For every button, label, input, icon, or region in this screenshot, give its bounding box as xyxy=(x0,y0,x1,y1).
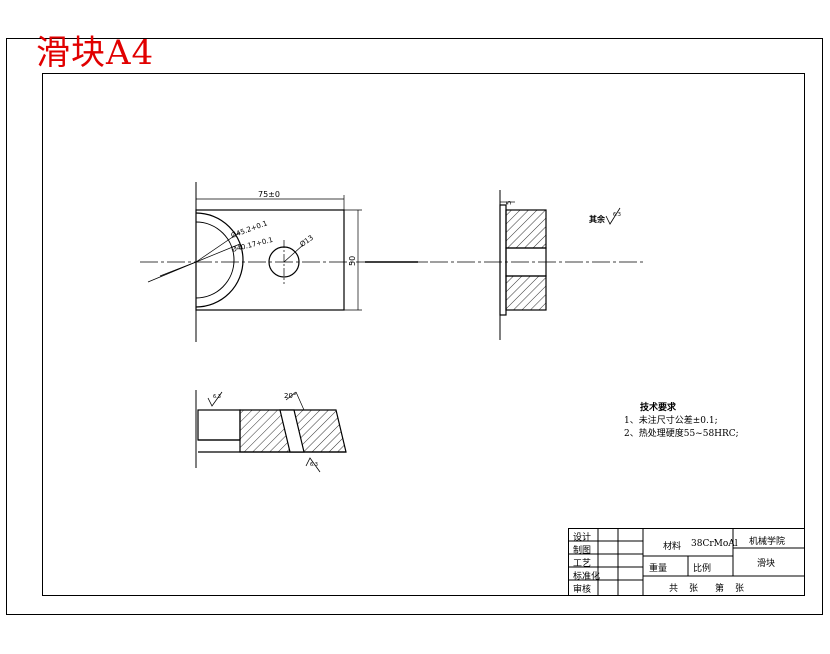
roughness-rest-label: 其余 xyxy=(589,214,606,224)
angle-leader-a xyxy=(285,391,297,401)
title-block: 设计 制图 工艺 标准化 审核 材料 38CrMoAl 机械学院 滑块 重量 比… xyxy=(568,528,805,596)
leader-hole xyxy=(283,244,304,263)
outer-border xyxy=(6,38,823,615)
leader-bore-small xyxy=(195,243,241,263)
bottom-section-view xyxy=(195,390,347,468)
dim-height-text: 50 xyxy=(348,256,357,266)
tb-reviewer: 审核 xyxy=(573,585,592,595)
roughness-top-value: 6.3 xyxy=(213,394,221,400)
side-section-view xyxy=(430,190,646,340)
tb-material-value: 38CrMoAl xyxy=(691,539,738,549)
drawing-frame xyxy=(42,73,805,596)
section-flange xyxy=(499,204,507,316)
tb-designer: 设计 xyxy=(573,533,592,543)
tech-notes-title: 技术要求 xyxy=(640,403,677,413)
section-hatch-top xyxy=(505,209,547,249)
tb-material-label: 材料 xyxy=(663,542,682,552)
front-view-outline xyxy=(195,209,345,311)
front-view xyxy=(140,182,430,342)
dim-bore-large-text: Ø45.2+0.1 xyxy=(230,219,269,240)
roughness-bottom-icon xyxy=(305,457,321,473)
angle-leader-b xyxy=(295,391,305,411)
dim-flange-text: 5 xyxy=(505,201,513,205)
title-block-grid xyxy=(568,528,805,596)
tb-sheet-num: 第 xyxy=(715,584,725,594)
bore-arc-outer xyxy=(195,212,244,308)
section-hatch-bottom xyxy=(505,275,547,311)
tb-part-name: 滑块 xyxy=(757,559,776,569)
radial-line-b xyxy=(159,261,197,277)
tb-school: 机械学院 xyxy=(749,537,786,547)
tech-note-item-1: 1、未注尺寸公差±0.1; xyxy=(624,416,718,426)
tb-sheets-total: 共 xyxy=(669,584,679,594)
leader-bore-large xyxy=(195,231,241,263)
dim-bore-small-text: Ø40.17+0.1 xyxy=(231,236,274,254)
roughness-bottom-value: 6.3 xyxy=(310,462,318,468)
roughness-top-icon xyxy=(207,391,223,407)
dim-length-text: 75±0 xyxy=(258,190,280,199)
tb-weight-label: 重量 xyxy=(649,564,668,574)
dim-hole-text: Ø13 xyxy=(299,234,315,249)
bore-arc-inner xyxy=(195,221,235,299)
tb-standard: 标准化 xyxy=(573,572,601,582)
dim-angle-text: 20° xyxy=(284,392,296,400)
bottom-angled-hole xyxy=(279,409,305,453)
roughness-rest-value: 6.3 xyxy=(613,212,621,218)
tb-sheet-unit2: 张 xyxy=(735,584,745,594)
drawing-title-stamp: 滑块A4 xyxy=(36,33,155,73)
tb-process: 工艺 xyxy=(573,559,592,569)
roughness-symbol-icon xyxy=(605,207,621,225)
tb-drafter: 制图 xyxy=(573,546,592,556)
tech-note-item-2: 2、热处理硬度55~58HRC; xyxy=(624,429,739,439)
tb-sheet-unit: 张 xyxy=(689,584,699,594)
bottom-slot xyxy=(197,409,241,441)
tb-scale-label: 比例 xyxy=(693,564,712,574)
technical-requirements: 技术要求 1、未注尺寸公差±0.1; 2、热处理硬度55~58HRC; xyxy=(624,402,739,441)
